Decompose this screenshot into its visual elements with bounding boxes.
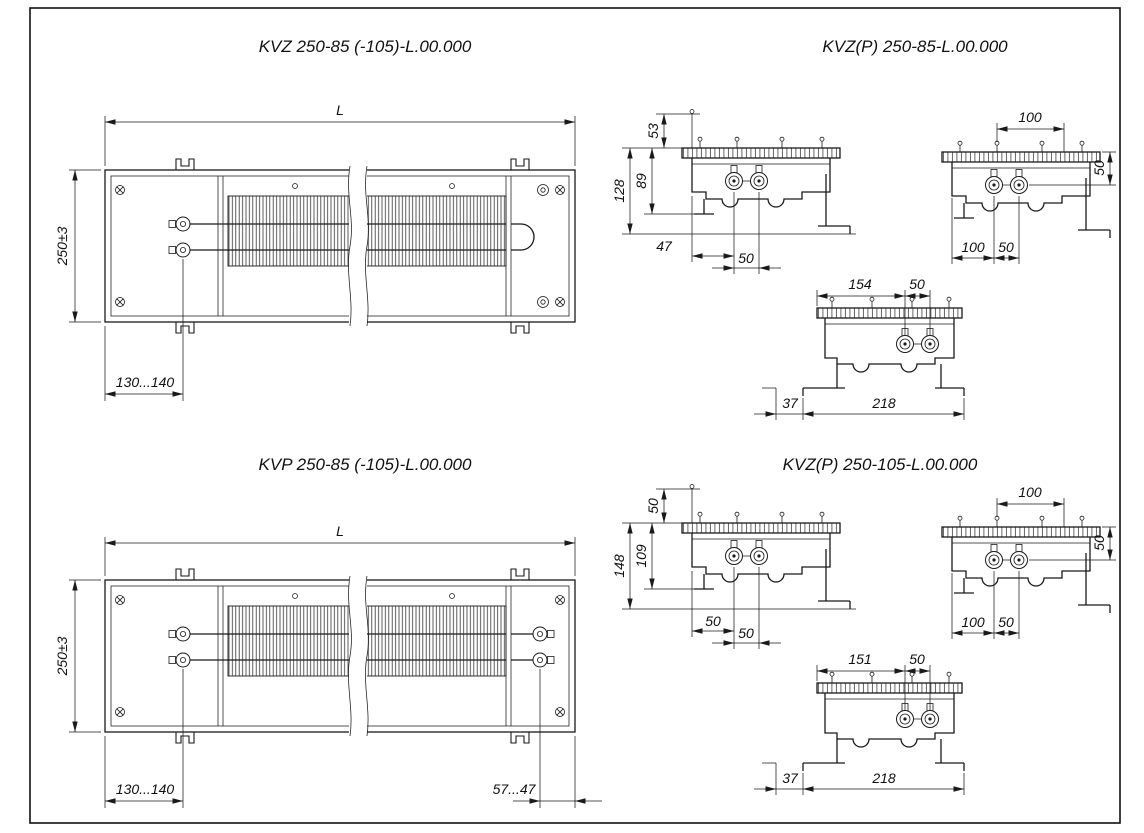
screw-icon [115,595,125,605]
dim-valve-spacing-label: 50 [909,651,925,667]
valve-icon [168,652,191,668]
screw-icon [555,185,565,195]
mounting-clip-icon [510,158,530,171]
dim-valve-offset-label: 154 [848,276,872,292]
plan-kvp-dimensions: L 250±3 130...140 57...47 [54,523,602,808]
break-line [348,165,352,327]
dim-foot-offset-label: 37 [782,770,799,786]
title-kvz: KVZ 250-85 (-105)-L.00.000 [259,37,472,56]
dim-valve-spacing-label: 50 [738,250,754,266]
valve-icon [168,626,191,642]
dim-valve-offset-label: 151 [848,651,871,667]
break-line [365,165,369,327]
break-line [348,575,352,737]
section-side-view [682,137,850,234]
casing-outline [104,169,576,323]
dim-side-height-label: 50 [1091,160,1107,176]
dim-foot-offset-label: 37 [782,395,799,411]
section-side-view [682,512,850,609]
mounting-clip-icon [510,731,530,744]
fastener-icon [537,296,549,308]
dim-h-total-label: 148 [611,554,627,578]
section-end-view [942,516,1110,613]
section-front-view [803,297,964,396]
valve-icon [168,216,191,232]
dim-h-top-label: 53 [645,123,661,139]
section-front-view [803,672,964,771]
dim-h-body-label: 109 [633,544,649,568]
dim-h-total-label: 128 [611,179,627,203]
valve-icon [532,652,555,668]
valve-icon [532,626,555,642]
dim-feet-span-label: 218 [871,770,896,786]
dim-length-label: L [336,523,344,539]
mounting-clip-icon [510,568,530,581]
title-kvzp-85: KVZ(P) 250-85-L.00.000 [822,37,1008,56]
pipe-u-bend [511,223,535,251]
dim-valve-spacing-label: 50 [738,625,754,641]
dim-inlet-offset-label: 130...140 [116,374,175,390]
dim-bottom-spacing-label: 50 [998,239,1014,255]
screw-icon [115,185,125,195]
dim-height-label: 250±3 [54,226,70,266]
dim-bottom-spacing-label: 50 [998,614,1014,630]
screw-icon [115,297,125,307]
fastener-icon [537,184,549,196]
mounting-clip-icon [175,321,195,334]
dim-side-height-label: 50 [1091,535,1107,551]
dim-outlet-offset-label: 57...47 [493,781,537,797]
dim-bottom-offset-label: 100 [961,614,985,630]
break-line [365,575,369,737]
mounting-clip-icon [175,731,195,744]
sections-kvzp-85: 53 89 128 47 50 100 50 100 50 154 50 37 … [611,109,1116,420]
title-kvzp-105: KVZ(P) 250-105-L.00.000 [783,455,978,474]
casing-outline [104,579,576,733]
dim-top-width-label: 100 [1018,484,1042,500]
plan-view-kvp [104,568,576,744]
sections-kvzp-105: 50 109 148 50 50 100 50 100 50 151 50 37… [611,484,1116,795]
dim-h-top-label: 50 [645,498,661,514]
dim-valve-offset-label: 47 [656,238,673,254]
dim-length-label: L [336,102,344,118]
dim-valve-spacing-label: 50 [909,276,925,292]
mounting-clip-icon [510,321,530,334]
plan-kvz-dimensions: L 250±3 130...140 [54,102,576,401]
title-kvp: KVP 250-85 (-105)-L.00.000 [259,455,472,474]
dim-height-label: 250±3 [54,636,70,676]
dim-bottom-offset-label: 100 [961,239,985,255]
dim-top-width-label: 100 [1018,109,1042,125]
dim-valve-offset-label: 50 [705,613,721,629]
dim-feet-span-label: 218 [871,395,896,411]
screw-icon [555,297,565,307]
dim-h-body-label: 89 [633,173,649,189]
plan-view-kvz [104,158,576,334]
screw-icon [115,707,125,717]
screw-icon [555,707,565,717]
section-end-view [942,141,1110,238]
mounting-clip-icon [175,568,195,581]
screw-icon [555,595,565,605]
valve-icon [168,242,191,258]
dim-inlet-offset-label: 130...140 [116,781,175,797]
mounting-clip-icon [175,158,195,171]
sheet-border [29,7,1121,824]
